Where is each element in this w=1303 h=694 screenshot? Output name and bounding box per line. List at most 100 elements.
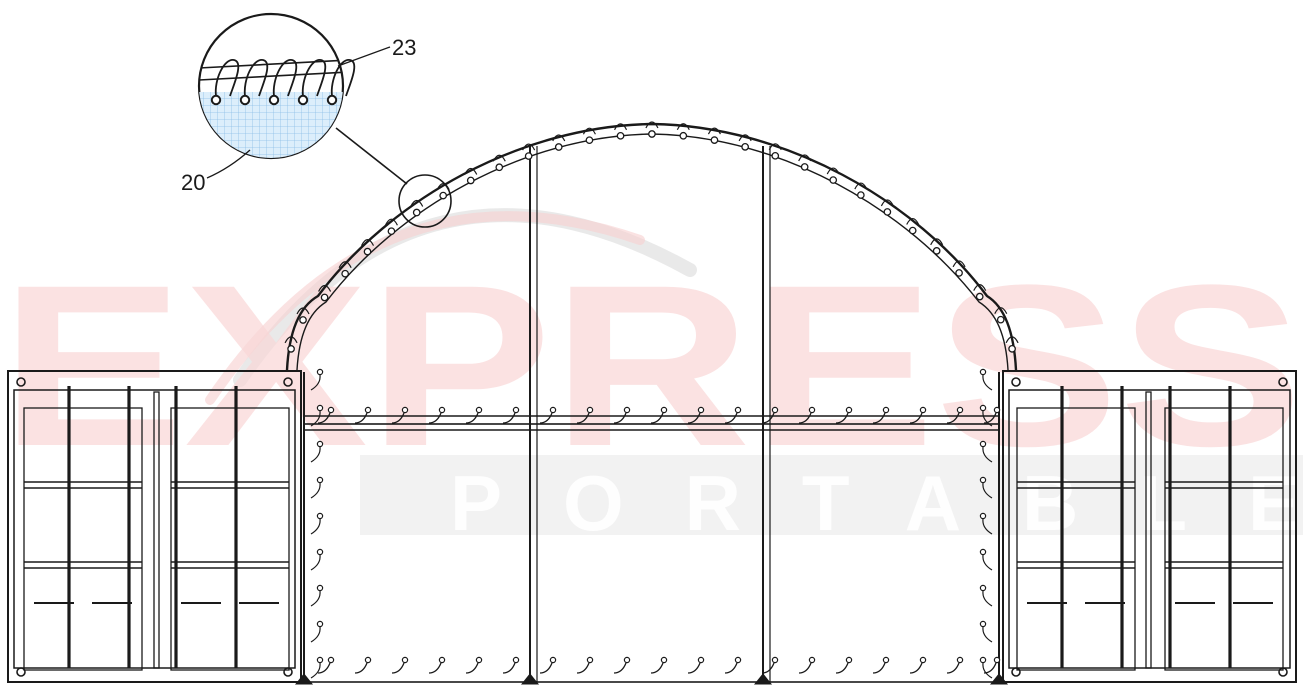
label-20-leader (206, 149, 251, 179)
arch-lacing-loop (384, 218, 398, 226)
lacing-hook (391, 662, 405, 674)
base-plate (989, 673, 1009, 685)
arch-grommet (710, 136, 719, 144)
right-shipping-container (1002, 370, 1297, 683)
side-grommet (316, 440, 324, 448)
lacing-grommet (956, 406, 964, 414)
lacing-hook (909, 412, 923, 424)
side-grommet (979, 548, 987, 556)
lacing-grommet (808, 406, 816, 414)
lacing-grommet (364, 656, 372, 664)
arch-lacing-loop (318, 284, 332, 292)
arch-lacing-loop (798, 154, 812, 162)
side-grommet (316, 656, 324, 664)
lacing-grommet (734, 656, 742, 664)
side-lacing-hook (310, 446, 321, 463)
arch-grommet (320, 293, 329, 302)
arch-lacing-loop (522, 143, 536, 151)
lens-grommet (326, 94, 338, 106)
arch-lacing-loop (492, 154, 506, 162)
arch-grommet (554, 143, 563, 151)
label-20: 20 (181, 170, 205, 195)
lacing-hook (983, 662, 997, 674)
lacing-hook (650, 412, 664, 424)
lacing-grommet (327, 406, 335, 414)
lens-lacing-coil (330, 59, 356, 97)
side-grommet (316, 368, 324, 376)
corner-casting (1011, 667, 1021, 677)
arch-grommet (524, 152, 533, 160)
arch-lacing-loop (338, 261, 352, 268)
lens-lacing-coil (243, 59, 269, 97)
label-23: 23 (392, 35, 416, 60)
lacing-grommet (586, 656, 594, 664)
arch-grommet (741, 142, 749, 151)
arch-lacing-loop (436, 183, 450, 190)
lacing-hook (428, 412, 442, 424)
arch-lacing-loop (880, 199, 894, 207)
lacing-grommet (586, 406, 594, 414)
arch-lacing-loop (973, 284, 987, 291)
arch-lacing-loop (645, 121, 659, 129)
watermark-main-text: EXPRESS (0, 237, 1303, 494)
lacing-hook (687, 662, 701, 674)
lacing-hook (317, 662, 331, 674)
side-grommet (979, 404, 987, 412)
arch-lacing-loop (707, 127, 721, 135)
lacing-grommet (771, 406, 779, 414)
lacing-hook (613, 412, 627, 424)
lacing-grommet (549, 406, 557, 414)
arch-grommet (616, 131, 625, 140)
lacing-grommet (993, 406, 1001, 414)
arch-lacing-loop (552, 134, 566, 142)
lacing-hook (835, 662, 849, 674)
arch-grommet (299, 316, 307, 324)
base-plate (753, 673, 773, 685)
corner-casting (1011, 377, 1021, 387)
lacing-hook (354, 662, 368, 674)
lacing-hook (946, 662, 960, 674)
lacing-hook (835, 412, 849, 424)
lacing-hook (391, 412, 405, 424)
lacing-grommet (401, 656, 409, 664)
lacing-hook (354, 412, 368, 424)
arch-grommet (466, 176, 475, 185)
arch-lacing-loop (854, 182, 868, 190)
lacing-grommet (956, 656, 964, 664)
side-lacing-hook (310, 662, 321, 679)
lens-lacing-coil (214, 59, 240, 97)
lacing-hook (465, 662, 479, 674)
corner-casting (1278, 667, 1288, 677)
arch-grommet (341, 269, 350, 278)
target-circle (398, 174, 452, 228)
arch-lacing-loop (952, 260, 966, 268)
lacing-hook (724, 412, 738, 424)
lacing-hook (872, 662, 886, 674)
side-lacing-hook (310, 626, 321, 643)
side-grommet (316, 476, 324, 484)
arch-lacing-loop (930, 238, 944, 246)
lacing-grommet (512, 406, 520, 414)
arch-grommet (648, 130, 656, 138)
lacing-grommet (808, 656, 816, 664)
lacing-hook (465, 412, 479, 424)
lacing-hook (502, 662, 516, 674)
lacing-grommet (919, 656, 927, 664)
arch-lacing-loop (614, 123, 628, 131)
arch-grommet (932, 247, 941, 255)
arch-lacing-loop (410, 199, 424, 207)
side-lacing-hook (982, 626, 993, 643)
lacing-grommet (882, 656, 890, 664)
lacing-grommet (475, 656, 483, 664)
arch-grommet (1008, 344, 1016, 353)
arch-lacing-loop (360, 239, 375, 246)
arch-grommet (439, 191, 448, 200)
side-grommet (316, 512, 324, 520)
arch-grommet (412, 208, 421, 217)
lacing-hook (502, 412, 516, 424)
lacing-grommet (697, 406, 705, 414)
side-lacing-hook (982, 374, 993, 391)
part-labels: 23 20 (181, 35, 416, 195)
